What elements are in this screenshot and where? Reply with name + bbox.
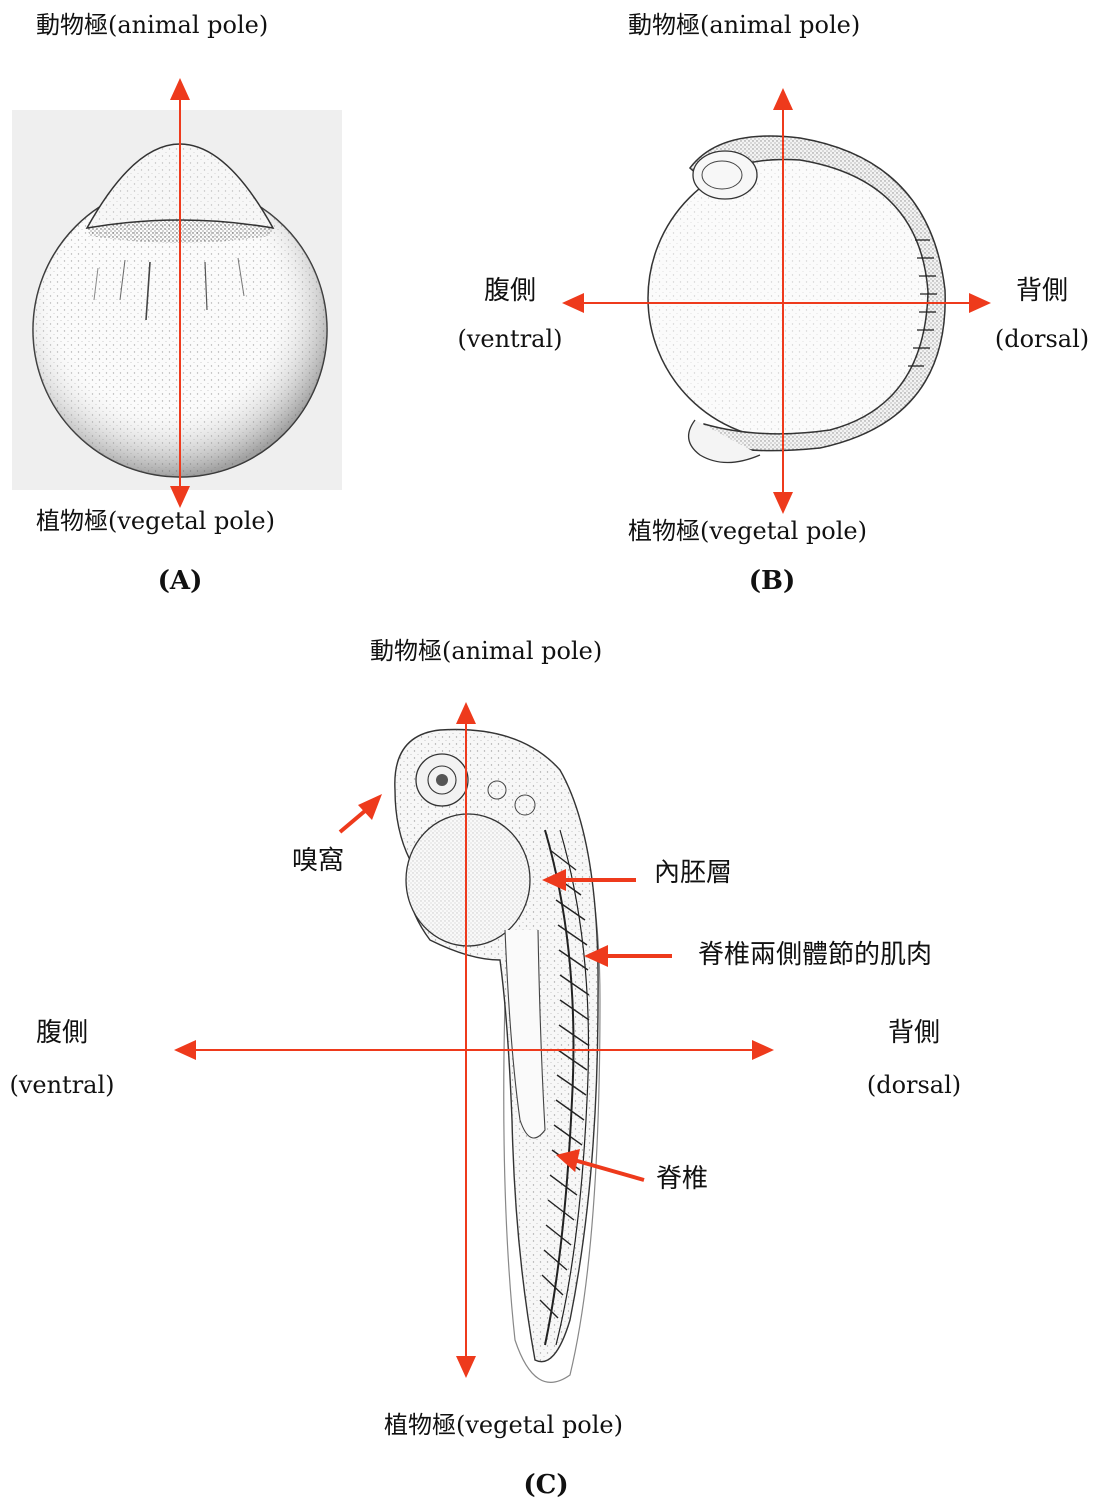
panel-b-dorsal-label-zh: 背側	[1016, 276, 1068, 306]
panel-c-caption: (C)	[523, 1470, 568, 1500]
panel-c-axis-arrowhead-down	[456, 1356, 476, 1378]
panel-b-axis-arrowhead-down	[773, 492, 793, 514]
panel-a-vegetal-pole-label: 植物極(vegetal pole)	[36, 506, 275, 536]
panel-b-animal-pole-label: 動物極(animal pole)	[628, 10, 860, 40]
panel-b	[562, 88, 991, 514]
panel-b-ventral-label-zh: 腹側	[484, 276, 536, 306]
panel-b-axis-arrowhead-right	[969, 293, 991, 313]
panel-c	[174, 702, 774, 1382]
annotation-olfactory-pit: 嗅窩	[292, 846, 344, 876]
panel-c-axis-arrowhead-right	[752, 1040, 774, 1060]
panel-b-caption: (B)	[749, 566, 796, 596]
panel-b-axis-arrowhead-left	[562, 293, 584, 313]
panel-b-dorsal-label-en: (dorsal)	[995, 324, 1089, 354]
panel-c-animal-pole-label: 動物極(animal pole)	[370, 636, 602, 666]
annotation-endoderm: 內胚層	[654, 858, 732, 888]
panel-b-axis-arrowhead-up	[773, 88, 793, 110]
panel-c-vegetal-pole-label: 植物極(vegetal pole)	[384, 1410, 623, 1440]
panel-a-axis-arrowhead-down	[170, 486, 190, 508]
annotation-notochord: 脊椎	[656, 1164, 708, 1194]
panel-c-dorsal-label-en: (dorsal)	[867, 1070, 961, 1100]
panel-c-axis-arrowhead-up	[456, 702, 476, 724]
panel-a	[12, 78, 342, 508]
panel-c-dorsal-label-zh: 背側	[888, 1018, 940, 1048]
embryo-b-drawing	[648, 136, 945, 463]
panel-a-axis-arrowhead-up	[170, 78, 190, 100]
panel-c-ventral-label-en: (ventral)	[9, 1070, 114, 1100]
panel-a-caption: (A)	[158, 566, 203, 596]
larva-c-drawing	[395, 730, 600, 1383]
panel-b-vegetal-pole-label: 植物極(vegetal pole)	[628, 516, 867, 546]
panel-b-ventral-label-en: (ventral)	[457, 324, 562, 354]
annotation-somite-muscle: 脊椎兩側體節的肌肉	[698, 940, 932, 970]
panel-c-axis-arrowhead-left	[174, 1040, 196, 1060]
panel-a-animal-pole-label: 動物極(animal pole)	[36, 10, 268, 40]
panel-c-ventral-label-zh: 腹側	[36, 1018, 88, 1048]
